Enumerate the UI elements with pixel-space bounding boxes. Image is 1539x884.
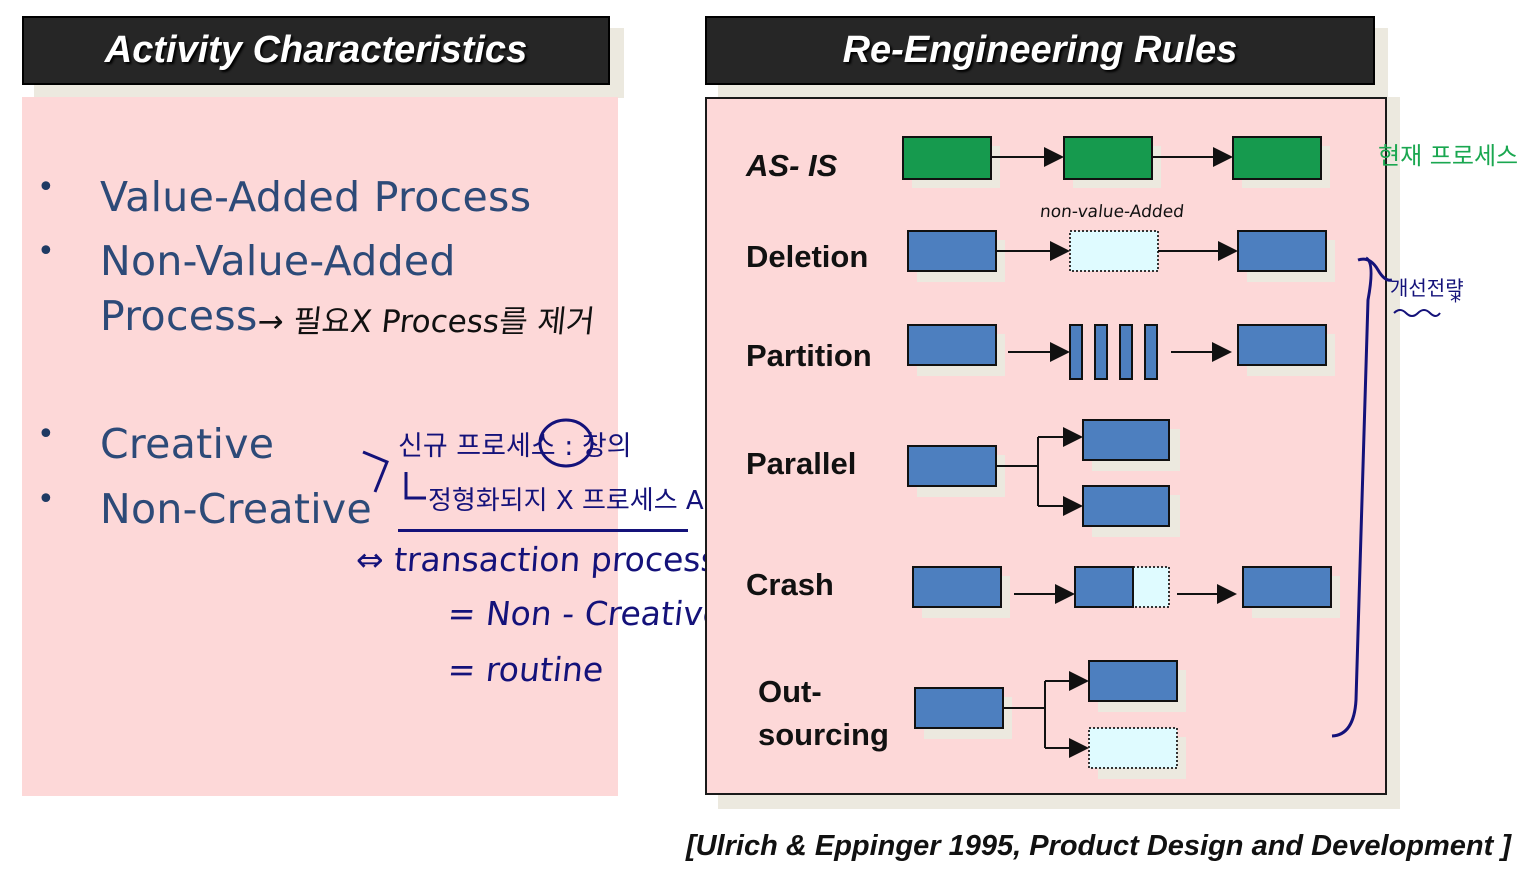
rule-crash: Crash (746, 567, 834, 602)
crash-box-2 (1242, 566, 1332, 608)
rule-partition: Partition (746, 338, 872, 373)
rule-deletion: Deletion (746, 239, 869, 274)
outsourcing-flow (914, 660, 1186, 779)
bullet-text: Non-Value-Added Process (100, 234, 456, 344)
parallel-box-top (1082, 419, 1170, 461)
bullet-value-added: • Value-Added Process (22, 170, 531, 225)
re-engineering-panel (705, 97, 1387, 795)
deletion-box-2 (1237, 230, 1327, 272)
handwritten-bracket-hook (1357, 257, 1393, 282)
bullet-creative: • Creative (22, 417, 274, 472)
handwritten-star: * (1450, 290, 1461, 315)
handwritten-squiggle (1393, 309, 1441, 317)
handwritten-bracket (1331, 256, 1373, 738)
bullet-non-creative: • Non-Creative (22, 482, 372, 537)
rule-as-is: AS- IS (746, 148, 838, 183)
bullet-marker: • (37, 234, 55, 269)
right-title: Re-Engineering Rules (842, 29, 1238, 71)
left-header: Activity Characteristics (22, 16, 610, 85)
partition-slice (1119, 324, 1133, 380)
handwritten-improve: 개선전략 (1390, 276, 1464, 300)
deletion-box-1 (907, 230, 997, 272)
crash-flow (912, 566, 1340, 618)
deletion-box-removed (1069, 230, 1159, 272)
outsourcing-box-internal (1088, 660, 1178, 702)
bullet-text: Creative (100, 420, 275, 468)
bullet-line: Process (100, 292, 258, 340)
deletion-flow (907, 230, 1335, 282)
right-header: Re-Engineering Rules (705, 16, 1375, 85)
partition-slice (1094, 324, 1108, 380)
handwritten-nva-label: non-value-Added (1038, 202, 1186, 222)
as-is-box-1 (902, 136, 992, 180)
as-is-box-3 (1232, 136, 1322, 180)
bullet-text: Value-Added Process (100, 173, 532, 221)
parallel-box-bottom (1082, 485, 1170, 527)
citation: [Ulrich & Eppinger 1995, Product Design … (685, 830, 1511, 862)
partition-slice (1069, 324, 1083, 380)
brace-mark (362, 450, 389, 493)
bullet-marker: • (37, 482, 55, 517)
corner-mark (404, 472, 426, 500)
circle-mark (538, 418, 594, 468)
crash-box-1 (912, 566, 1002, 608)
partition-box-2 (1237, 324, 1327, 366)
left-title: Activity Characteristics (104, 29, 528, 71)
rule-outsourcing-line2: sourcing (758, 717, 889, 752)
handwritten-current-process: 현재 프로세스 (1378, 142, 1519, 170)
partition-box-1 (907, 324, 997, 366)
rule-parallel: Parallel (746, 446, 857, 481)
outsourcing-box-external (1088, 727, 1178, 769)
as-is-flow (902, 136, 1330, 188)
handwritten-creative-note2: 정형화되지 X 프로세스 A, (428, 486, 712, 516)
crash-box-reduced (1074, 566, 1134, 608)
bullet-line: Non-Value-Added (100, 237, 456, 285)
as-is-box-2 (1063, 136, 1153, 180)
bullet-marker: • (37, 417, 55, 452)
activity-characteristics-panel: • Value-Added Process • Non-Value-Added … (22, 97, 618, 796)
rule-outsourcing-line1: Out- (758, 674, 822, 709)
partition-flow (907, 324, 1335, 380)
parallel-box-source (907, 445, 997, 487)
outsourcing-box-source (914, 687, 1004, 729)
parallel-flow (907, 419, 1180, 537)
bullet-text: Non-Creative (100, 485, 373, 533)
underline-mark (398, 529, 688, 532)
bullet-non-value-added: • Non-Value-Added Process (22, 234, 456, 344)
bullet-marker: • (37, 170, 55, 205)
partition-slice (1144, 324, 1158, 380)
